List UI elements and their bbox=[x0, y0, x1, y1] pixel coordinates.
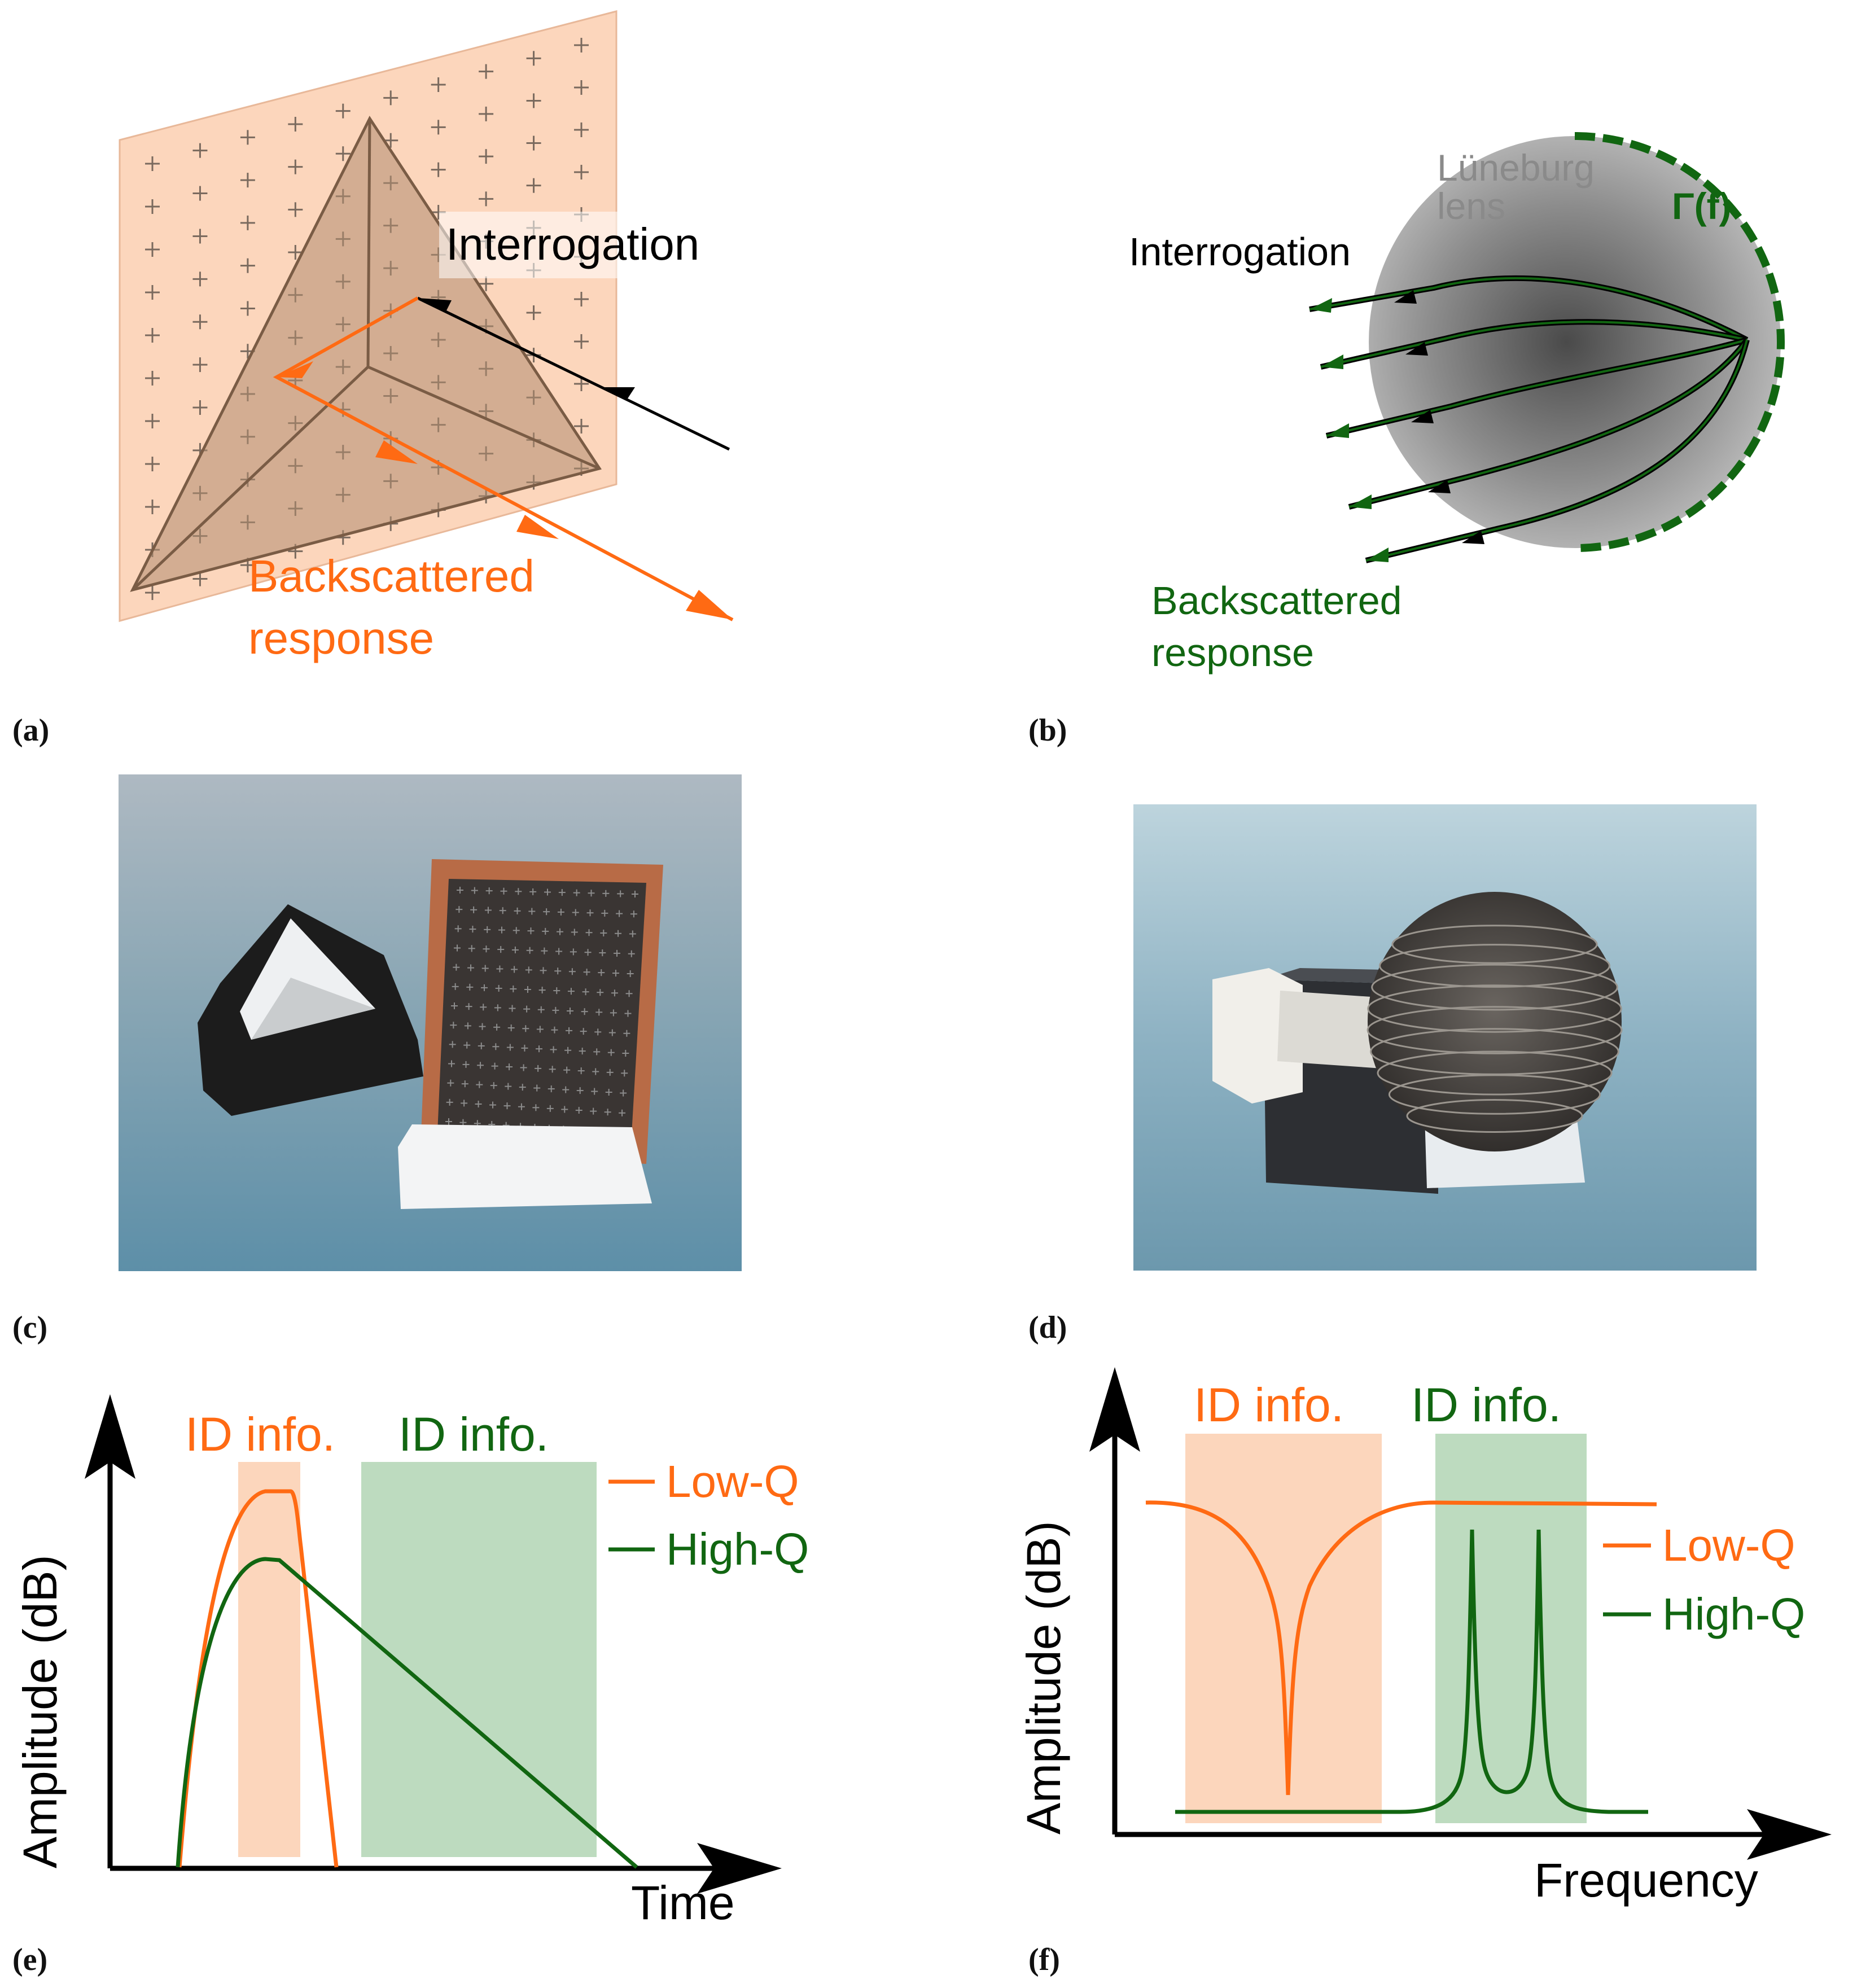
lens-label: lens bbox=[1437, 185, 1505, 227]
backscattered-label: Backscattered bbox=[248, 551, 535, 601]
panel-label-a: (a) bbox=[12, 713, 50, 748]
reflector-edge bbox=[367, 365, 601, 470]
luneburg-lens bbox=[1369, 136, 1781, 548]
id-info-high-label: ID info. bbox=[1411, 1378, 1561, 1431]
interrogation-arrowhead bbox=[601, 387, 635, 399]
ray-bundle bbox=[1309, 275, 1750, 563]
panel-f-frequency-plot: ID info. ID info. Low-Q High-Q Frequency… bbox=[1017, 1367, 1832, 1907]
interrogation-label: Interrogation bbox=[446, 219, 699, 269]
x-axis-label: Frequency bbox=[1534, 1854, 1758, 1907]
backscattered-label: response bbox=[248, 613, 434, 663]
panel-label-c: (c) bbox=[12, 1310, 48, 1345]
lens-layer-ring bbox=[1406, 1099, 1583, 1133]
y-axis-arrowhead bbox=[1089, 1367, 1140, 1452]
x-axis-label: Time bbox=[631, 1876, 735, 1929]
lens-layer-ring bbox=[1377, 1050, 1613, 1096]
low-q-id-region bbox=[238, 1462, 300, 1857]
backscatter-arrowhead bbox=[516, 515, 559, 539]
high-q-id-region bbox=[361, 1462, 597, 1857]
panel-label-f: (f) bbox=[1028, 1942, 1060, 1977]
reflective-surface-gamma bbox=[1574, 132, 1785, 552]
panel-a-diagram: Interrogation Backscattered response bbox=[119, 10, 739, 663]
lens-layer-ring bbox=[1371, 964, 1618, 1011]
foam-block bbox=[398, 1124, 652, 1209]
x-axis-arrowhead bbox=[1747, 1809, 1832, 1860]
y-axis-label: Amplitude (dB) bbox=[14, 1555, 67, 1868]
id-info-low-label: ID info. bbox=[185, 1408, 335, 1461]
panel-e-time-plot: ID info. ID info. Low-Q High-Q Time Ampl… bbox=[14, 1394, 809, 1929]
plate-inner bbox=[437, 879, 646, 1144]
lens-layer-ring bbox=[1367, 1006, 1623, 1054]
photo-d-luneburg-lens bbox=[1133, 804, 1757, 1271]
corner-shadow bbox=[251, 978, 375, 1040]
interrogation-arrowhead bbox=[418, 298, 452, 312]
ray-arrowheads bbox=[1309, 290, 1484, 562]
interrogation-label-bg bbox=[439, 212, 739, 278]
high-q-curve bbox=[176, 1557, 638, 1869]
legend-low-label: Low-Q bbox=[666, 1456, 799, 1507]
corner-reflector bbox=[130, 116, 602, 592]
y-axis-label: Amplitude (dB) bbox=[1017, 1521, 1070, 1834]
lens-layer-ring bbox=[1379, 944, 1610, 988]
id-info-high-label: ID info. bbox=[398, 1408, 549, 1461]
low-q-id-region bbox=[1185, 1434, 1382, 1823]
lens-layers bbox=[1367, 925, 1623, 1133]
low-q-curve bbox=[1145, 1500, 1657, 1796]
lens-label: Lüneburg bbox=[1437, 147, 1595, 189]
photo-c-corner-reflector bbox=[119, 774, 742, 1271]
luneburg-lens-photo bbox=[1368, 892, 1622, 1151]
panel-label-e: (e) bbox=[12, 1942, 48, 1977]
backscatter-arrowhead bbox=[375, 440, 418, 464]
lens-layer-ring bbox=[1391, 925, 1598, 964]
interrogation-arrow bbox=[417, 296, 730, 451]
gamma-label: Γ(f) bbox=[1672, 185, 1732, 227]
x-axis-arrowhead bbox=[697, 1843, 782, 1894]
panel-label-b: (b) bbox=[1028, 713, 1067, 748]
ray bbox=[1309, 277, 1747, 341]
backscatter-arrowhead bbox=[277, 361, 313, 378]
panel-b-diagram: Lüneburg lens Γ(f) Interrogation Backsca… bbox=[1129, 132, 1785, 675]
lens-layer-ring bbox=[1388, 1074, 1601, 1115]
photo-c-render bbox=[119, 774, 742, 1271]
backscatter-arrowhead bbox=[686, 590, 733, 620]
lens-layer-ring bbox=[1367, 984, 1622, 1033]
backscattered-label: response bbox=[1151, 630, 1314, 675]
ray bbox=[1365, 339, 1748, 562]
y-axis-arrowhead bbox=[85, 1394, 135, 1479]
legend-low-label: Low-Q bbox=[1662, 1520, 1795, 1570]
ray bbox=[1326, 339, 1747, 437]
id-info-low-label: ID info. bbox=[1194, 1378, 1344, 1431]
legend-high-label: High-Q bbox=[666, 1524, 809, 1574]
photo-d-render bbox=[1133, 804, 1757, 1271]
ray bbox=[1320, 321, 1747, 368]
high-q-curve bbox=[1175, 1529, 1648, 1814]
panel-label-d: (d) bbox=[1028, 1310, 1067, 1345]
high-q-id-region bbox=[1435, 1434, 1587, 1823]
interrogation-label: Interrogation bbox=[1129, 230, 1351, 274]
ray bbox=[1348, 339, 1748, 508]
reflector-edge bbox=[366, 118, 371, 367]
legend-high-label: High-Q bbox=[1662, 1589, 1805, 1639]
backscattered-label: Backscattered bbox=[1151, 579, 1402, 623]
